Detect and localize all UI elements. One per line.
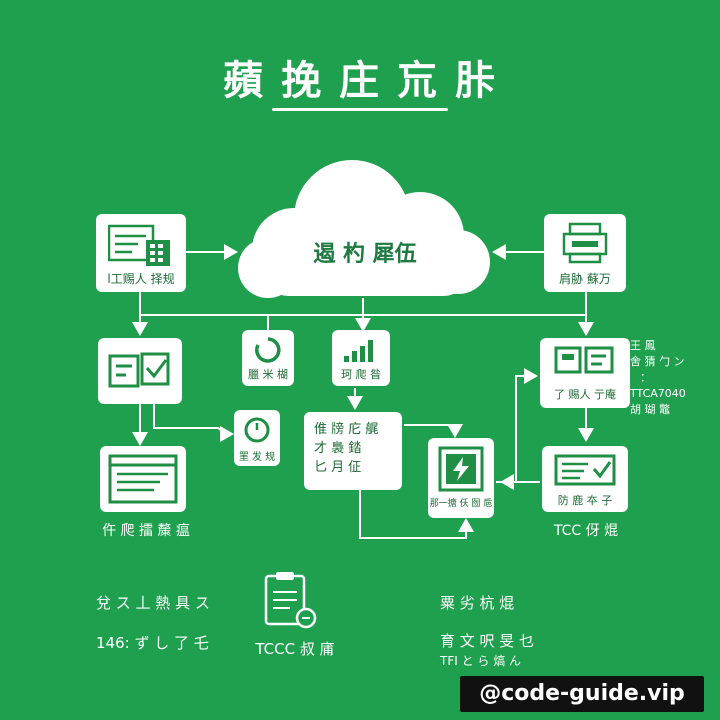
node-signal: 珂 爬 昝: [332, 330, 390, 386]
list-window-icon: [108, 454, 178, 504]
node-mid-right: 了 赐人 亍庵: [540, 338, 630, 408]
clipboard-icon: [264, 572, 317, 629]
arrow-loop-lightning: [359, 490, 474, 539]
node-top-left: l工赐人 择规: [96, 214, 186, 292]
node-spinner-label: 臘 米 楜: [248, 368, 288, 381]
spinner-icon: [255, 337, 281, 363]
clock-icon: [244, 417, 270, 443]
bottom-right-line3: TFI と ら 熇 ん: [440, 654, 522, 668]
calculator-doc-icon: [108, 224, 170, 266]
node-bottom-right: 防 鹿 夲 子: [542, 446, 628, 512]
side-note-line: ：: [640, 371, 651, 384]
side-note-line: 胡 瑚 鼈: [630, 403, 670, 416]
text-box-line: 匕 月 佂: [314, 460, 362, 475]
doc-chart-icon: [554, 346, 614, 374]
cloud-shape: [238, 160, 490, 298]
bottom-right-line2: 育 文 呎 旻 乜: [440, 632, 535, 650]
bottom-right-caption: TCC 伢 焜: [553, 523, 619, 539]
title-underline: [272, 108, 448, 111]
node-text-box: 倠 牓 庀 艉 才 裊 錔 匕 月 佂: [304, 412, 402, 490]
check-list-icon: [554, 454, 616, 486]
signal-bars-icon: [344, 340, 373, 362]
lightning-icon: [438, 446, 484, 492]
text-box-line: 倠 牓 庀 艉: [314, 422, 379, 437]
bottom-right-line1: 粟 劣 杭 焜: [440, 594, 515, 612]
bottom-center-caption: TCCC 叔 庯: [255, 640, 335, 658]
node-mid-right-label: 了 赐人 亍庵: [554, 388, 616, 401]
list-window-caption: 仵 爬 擂 斄 瘟: [102, 523, 190, 539]
check-form-icon: [108, 352, 170, 388]
text-box-line: 才 裊 錔: [314, 441, 362, 456]
node-top-right: 肩胁 蘇万: [544, 214, 626, 292]
side-note-line: TTCA7040: [630, 387, 686, 400]
bottom-left-line1: 兌 ス 丄 熱 具 ス: [96, 594, 210, 612]
arrow-lightning-to-midright: [496, 368, 538, 483]
node-lightning-label: 那一搪 仸 囫 巵: [429, 499, 493, 509]
arrow-to-clock: [153, 404, 234, 442]
diagram-title: 蘋 挽 庄 巟 胩: [223, 58, 497, 104]
node-bottom-right-label: 防 鹿 夲 子: [557, 494, 613, 507]
side-note-line: 舍 猜 勹 ン: [630, 355, 685, 368]
bottom-left-line2: 146: ず し 了 乇: [96, 634, 209, 652]
node-clock: 罣 发 规: [234, 410, 280, 466]
node-top-right-label: 肩胁 蘇万: [559, 272, 611, 286]
node-spinner: 臘 米 楜: [242, 330, 294, 386]
arrow-to-lightning: [404, 424, 463, 438]
side-note-line: 王 鳳: [630, 339, 656, 352]
node-top-left-label: l工赐人 择规: [107, 272, 175, 286]
node-signal-label: 珂 爬 昝: [341, 368, 381, 381]
node-mid-left: [98, 338, 182, 404]
node-lightning: 那一搪 仸 囫 巵: [428, 438, 494, 518]
node-list-window: [100, 446, 186, 512]
watermark-badge: @code-guide.vip: [460, 676, 704, 712]
printer-icon: [562, 222, 608, 264]
node-clock-label: 罣 发 规: [238, 452, 276, 463]
side-note: 王 鳳 舍 猜 勹 ン ： TTCA7040 胡 瑚 鼈: [630, 338, 714, 418]
cloud-label: 遏 杓 犀伍: [313, 242, 417, 267]
